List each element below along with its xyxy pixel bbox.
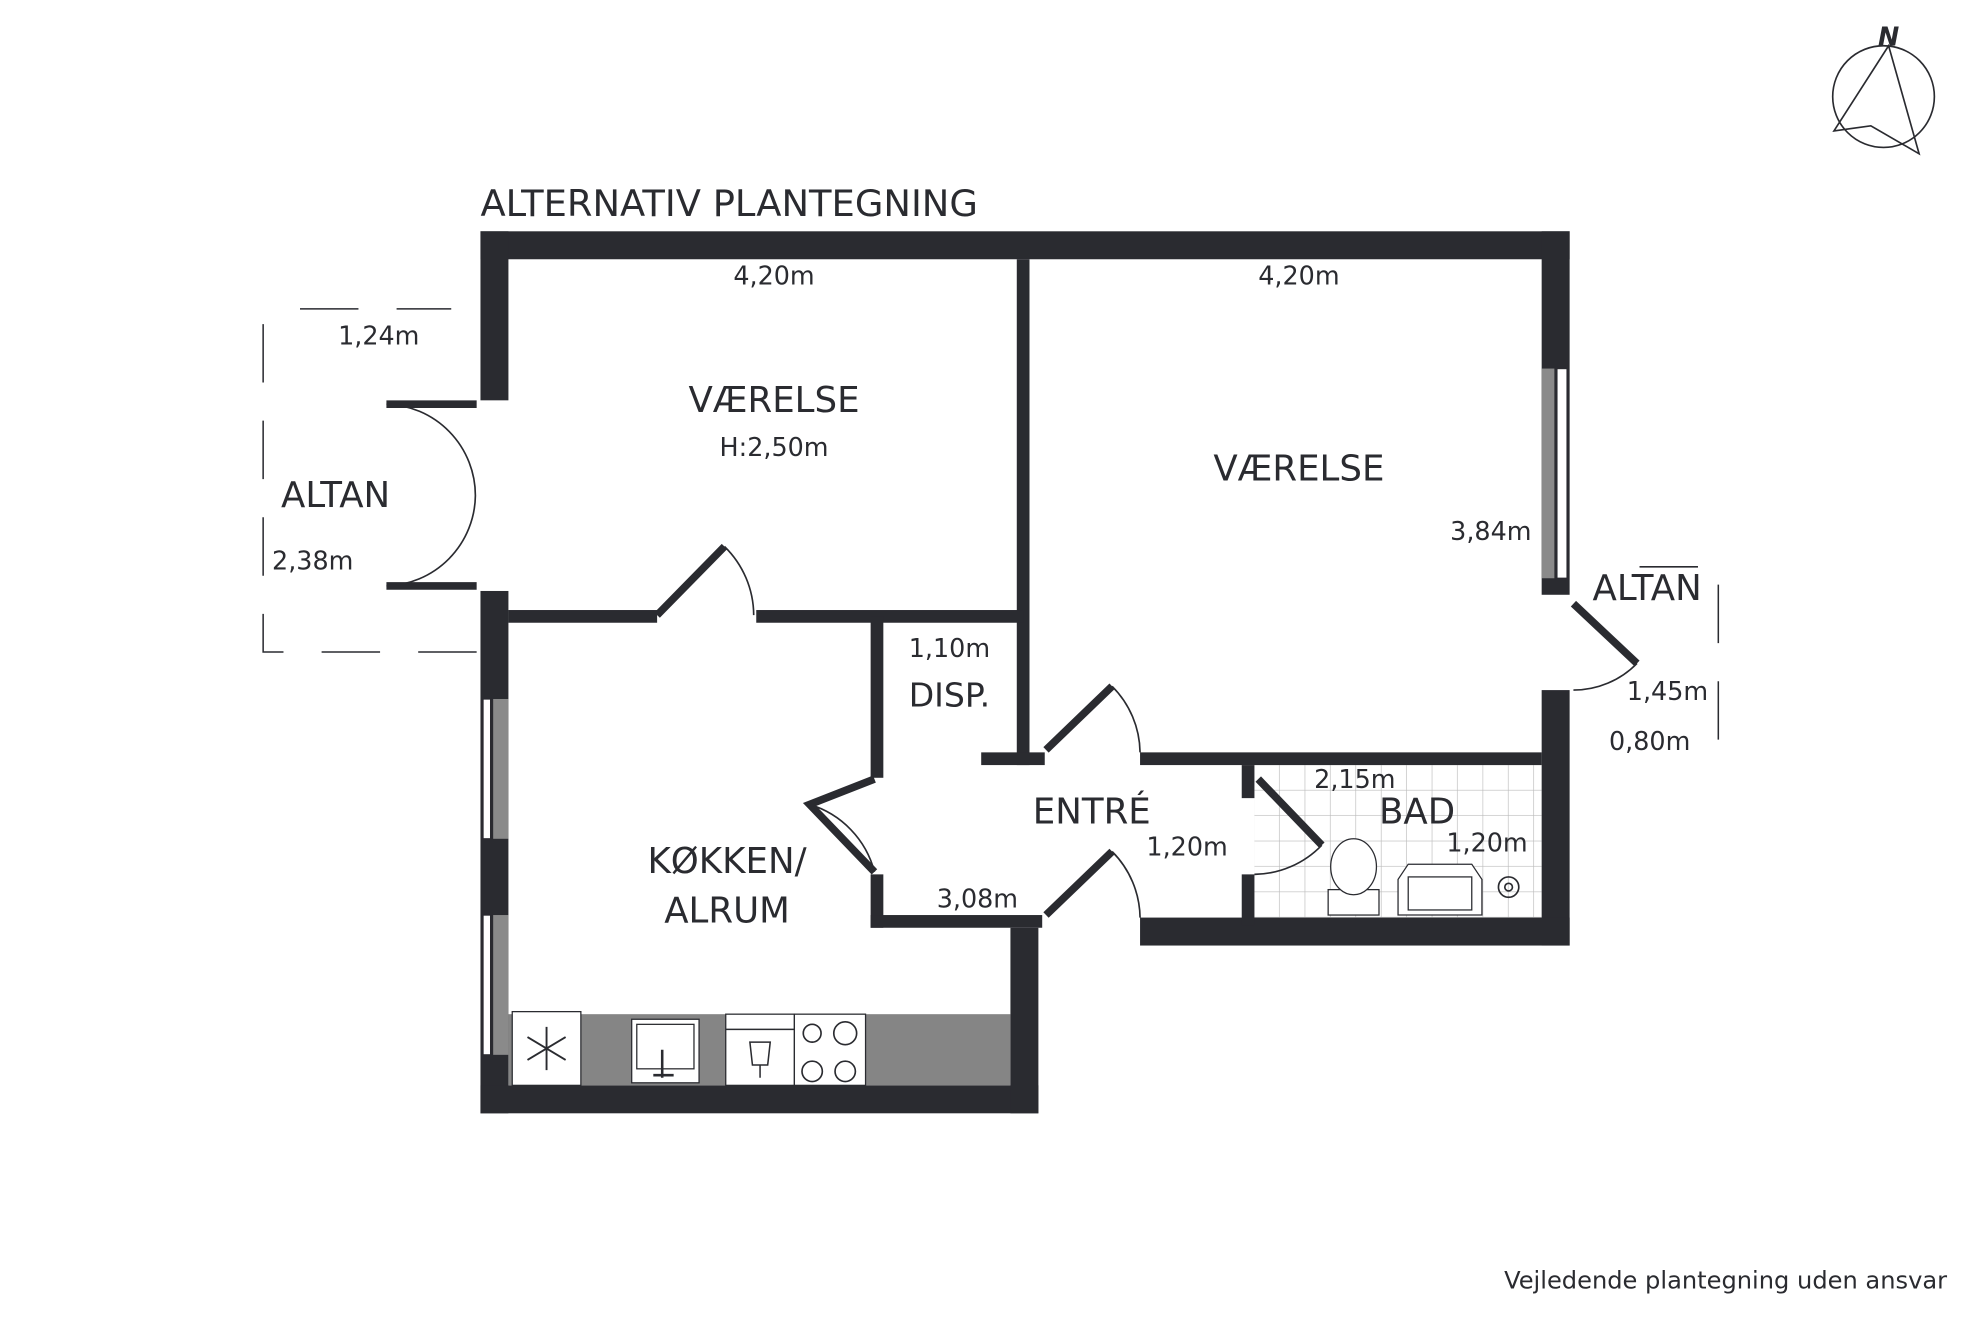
entry-name: ENTRÉ	[1033, 791, 1151, 833]
storage-width: 1,10m	[909, 633, 990, 663]
room1-height: H:2,50m	[720, 432, 829, 462]
balcony-right-width: 1,45m	[1627, 676, 1708, 706]
balcony-right-name: ALTAN	[1593, 568, 1702, 609]
bath-name: BAD	[1379, 792, 1455, 833]
north-label: N	[1878, 22, 1899, 52]
walls	[480, 231, 1570, 1114]
toilet-icon	[1327, 838, 1380, 916]
balcony-left-outline	[262, 308, 481, 653]
room2-depth: 3,84m	[1450, 516, 1531, 546]
bath-depth: 1,20m	[1446, 827, 1527, 857]
balcony-left-width: 1,24m	[338, 320, 419, 350]
balcony-left-depth: 2,38m	[272, 545, 353, 575]
kitchen-name-line1: KØKKEN/	[647, 841, 806, 882]
storage-name: DISP.	[909, 676, 990, 715]
entry-length: 3,08m	[937, 883, 1018, 913]
room1-width: 4,20m	[733, 261, 814, 291]
plan-title: ALTERNATIV PLANTEGNING	[480, 182, 977, 225]
washbasin-icon	[1397, 863, 1483, 916]
balcony-left-name: ALTAN	[281, 475, 390, 516]
room2-width: 4,20m	[1258, 261, 1339, 291]
dishwasher-icon	[725, 1013, 796, 1086]
balcony-right-outline	[1639, 566, 1720, 764]
sink-icon	[631, 1018, 700, 1084]
room1-name: VÆRELSE	[688, 380, 859, 421]
doors	[386, 400, 1640, 918]
kitchen-counter	[508, 1010, 1011, 1086]
bath-width: 2,15m	[1314, 764, 1395, 794]
kitchen-name-line2: ALRUM	[664, 891, 790, 932]
north-compass-icon: N	[1831, 22, 1936, 156]
room2-name: VÆRELSE	[1213, 448, 1384, 489]
disclaimer: Vejledende plantegning uden ansvar	[1504, 1267, 1947, 1295]
windows	[482, 367, 1568, 1056]
stove-icon	[793, 1013, 867, 1086]
entry-width: 1,20m	[1146, 831, 1227, 861]
balcony-right-depth: 0,80m	[1609, 726, 1690, 756]
shower-drain-icon	[1497, 876, 1520, 899]
fridge-icon	[511, 1010, 582, 1086]
